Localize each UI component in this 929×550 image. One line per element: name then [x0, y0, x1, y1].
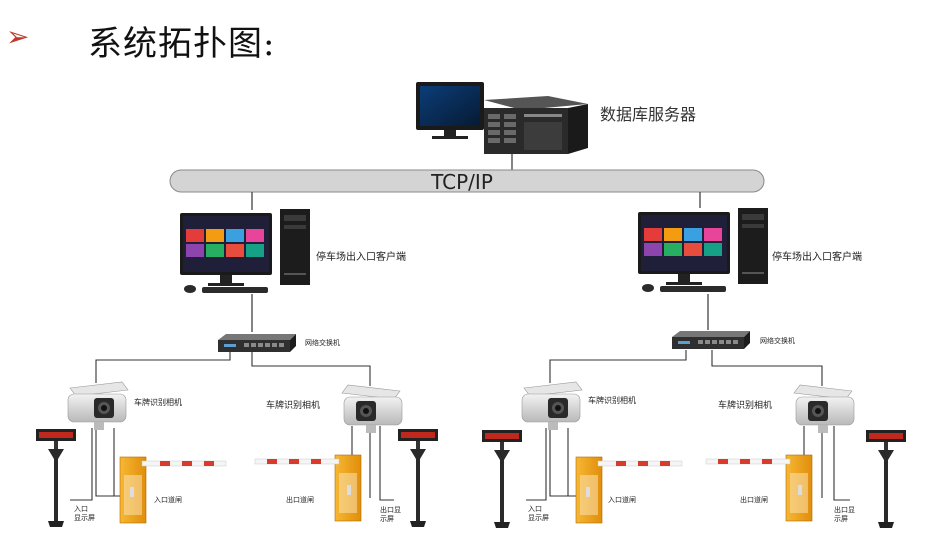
right-display-in-label-2: 显示屏: [528, 514, 549, 522]
left-entry-barrier-gate: [119, 456, 227, 524]
left-camera-in-label: 车牌识别相机: [134, 397, 182, 407]
right-camera-out-label: 车牌识别相机: [718, 399, 772, 411]
right-exit-barrier-gate: [705, 454, 813, 522]
left-switch-label: 网络交换机: [305, 338, 340, 347]
right-client-workstation: [638, 208, 768, 292]
right-exit-camera: [793, 384, 855, 434]
left-display-in-label-2: 显示屏: [74, 514, 95, 522]
title-bullet-icon: ➢: [6, 20, 30, 53]
left-exit-camera: [341, 384, 403, 434]
left-network-switch: [218, 334, 296, 352]
left-client-workstation: [180, 209, 310, 293]
right-display-out-label-2: 示屏: [834, 515, 848, 523]
left-gate-out-label: 出口道闸: [286, 495, 314, 504]
right-client-label: 停车场出入口客户端: [772, 250, 862, 263]
right-gate-out-label: 出口道闸: [740, 495, 768, 504]
left-display-out-label-2: 示屏: [380, 515, 394, 523]
left-display-in-label-1: 入口: [74, 505, 88, 513]
right-entry-camera: [521, 381, 583, 431]
database-server-rack: [484, 96, 588, 154]
right-entry-display: [482, 430, 522, 528]
left-gate-in-label: 入口道闸: [154, 495, 182, 504]
right-display-in-label-1: 入口: [528, 505, 542, 513]
left-exit-barrier-gate: [254, 454, 362, 522]
right-exit-display: [866, 430, 906, 528]
left-exit-display: [398, 429, 438, 527]
left-client-label: 停车场出入口客户端: [316, 250, 406, 263]
left-entry-display: [36, 429, 76, 527]
right-network-switch: [672, 331, 750, 349]
server-label: 数据库服务器: [600, 105, 696, 124]
left-entry-camera: [67, 381, 129, 431]
right-entry-barrier-gate: [575, 456, 683, 524]
right-switch-label: 网络交换机: [760, 336, 795, 345]
bus-label: TCP/IP: [430, 170, 493, 194]
right-display-out-label-1: 出口显: [834, 505, 855, 514]
right-camera-in-label: 车牌识别相机: [588, 395, 636, 405]
tcp-ip-bus: [169, 169, 765, 193]
page-title: 系统拓扑图:: [88, 24, 276, 64]
server-monitor: [416, 82, 484, 139]
left-display-out-label-1: 出口显: [380, 505, 401, 514]
right-gate-in-label: 入口道闸: [608, 495, 636, 504]
left-camera-out-label: 车牌识别相机: [266, 399, 320, 411]
